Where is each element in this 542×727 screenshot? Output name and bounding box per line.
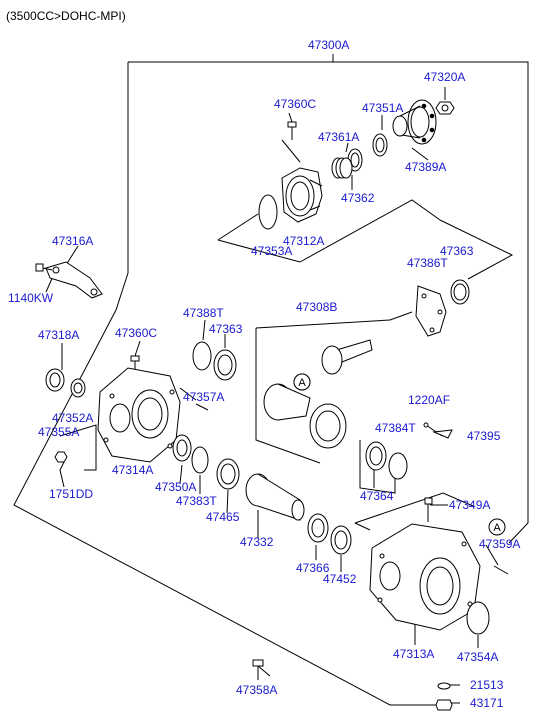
part-label-47357A[interactable]: 47357A bbox=[183, 390, 224, 404]
part-label-21513[interactable]: 21513 bbox=[470, 678, 504, 692]
part-label-1220AF[interactable]: 1220AF bbox=[408, 393, 450, 407]
part-label-47350A[interactable]: 47350A bbox=[155, 480, 196, 494]
gasket-47386T-drawing bbox=[415, 285, 447, 337]
part-label-47359A[interactable]: 47359A bbox=[479, 537, 520, 551]
pinion-47332-drawing bbox=[245, 473, 305, 521]
part-label-47384T[interactable]: 47384T bbox=[375, 421, 416, 435]
part-label-47465[interactable]: 47465 bbox=[206, 510, 240, 524]
part-labels: 47300A 47320A 47360C 47351A 47361A 47389… bbox=[8, 38, 520, 710]
plug-47359A-drawing bbox=[493, 565, 509, 575]
part-label-47362[interactable]: 47362 bbox=[341, 191, 375, 205]
pin-47357A-drawing bbox=[195, 403, 209, 411]
bearing-47364-drawing bbox=[365, 441, 387, 471]
oring-47354A-drawing bbox=[466, 601, 490, 635]
part-label-47386T[interactable]: 47386T bbox=[407, 256, 448, 270]
part-drawings bbox=[35, 99, 509, 711]
part-label-47318A[interactable]: 47318A bbox=[38, 328, 79, 342]
bearing-47366-drawing bbox=[307, 513, 329, 543]
companion-flange-47389A-drawing bbox=[392, 99, 437, 145]
bracket-47316A-drawing bbox=[45, 261, 103, 299]
part-label-1751DD[interactable]: 1751DD bbox=[49, 487, 93, 501]
shim-47384T-drawing bbox=[388, 452, 408, 480]
washer-21513-drawing bbox=[437, 682, 451, 690]
part-label-47313A[interactable]: 47313A bbox=[393, 647, 434, 661]
gear-set-47308B-drawing bbox=[263, 339, 373, 449]
part-label-47312A[interactable]: 47312A bbox=[283, 234, 324, 248]
bearing-47465-drawing bbox=[216, 458, 240, 490]
bearing-47363-left-drawing bbox=[213, 349, 237, 381]
engine-spec-header: (3500CC>DOHC-MPI) bbox=[6, 9, 126, 23]
part-label-43171[interactable]: 43171 bbox=[470, 696, 504, 710]
plug-47355A-drawing bbox=[54, 451, 68, 463]
part-label-47388T[interactable]: 47388T bbox=[183, 306, 224, 320]
bolt-47358A-drawing bbox=[252, 659, 271, 677]
part-label-47353A[interactable]: 47353A bbox=[251, 244, 292, 258]
seal-47363-right-drawing bbox=[450, 279, 470, 305]
spacer-47362-drawing bbox=[331, 157, 353, 179]
callout-a-top-text: A bbox=[298, 377, 306, 389]
part-label-47361A[interactable]: 47361A bbox=[318, 130, 359, 144]
part-label-47364[interactable]: 47364 bbox=[360, 489, 394, 503]
breather-47349A-drawing bbox=[424, 497, 433, 522]
part-label-47354A[interactable]: 47354A bbox=[457, 650, 498, 664]
part-label-47355A[interactable]: 47355A bbox=[38, 425, 79, 439]
callout-a-right-text: A bbox=[493, 522, 501, 534]
part-label-47363-left[interactable]: 47363 bbox=[209, 322, 243, 336]
part-label-47351A[interactable]: 47351A bbox=[362, 101, 403, 115]
bolt-1140KW-drawing bbox=[35, 263, 53, 272]
nut-47320A-drawing bbox=[435, 101, 455, 115]
bracket-47395-drawing bbox=[423, 422, 453, 439]
shim-47383T-drawing bbox=[191, 446, 209, 474]
housing-47313A-drawing bbox=[369, 523, 481, 631]
plug-43171-drawing bbox=[435, 699, 453, 711]
callout-a-top: A bbox=[293, 373, 311, 391]
part-label-47320A[interactable]: 47320A bbox=[424, 70, 465, 84]
assembly-outline bbox=[13, 54, 529, 706]
part-label-47383T[interactable]: 47383T bbox=[176, 494, 217, 508]
part-label-47308B[interactable]: 47308B bbox=[296, 300, 337, 314]
seal-47352A-drawing bbox=[70, 378, 86, 398]
part-label-47316A[interactable]: 47316A bbox=[52, 234, 93, 248]
callout-a-right: A bbox=[488, 518, 506, 536]
seal-47351A-drawing bbox=[372, 133, 388, 157]
part-label-47352A[interactable]: 47352A bbox=[52, 411, 93, 425]
part-label-47300A[interactable]: 47300A bbox=[308, 38, 349, 52]
seal-47350A-drawing bbox=[172, 434, 192, 462]
part-label-47332[interactable]: 47332 bbox=[240, 535, 274, 549]
part-label-47366[interactable]: 47366 bbox=[296, 561, 330, 575]
bolt-47360C-top-drawing bbox=[287, 121, 297, 140]
case-47314A-drawing bbox=[97, 367, 181, 463]
housing-47312A-drawing bbox=[281, 167, 323, 223]
part-label-47349A[interactable]: 47349A bbox=[449, 498, 490, 512]
part-label-47363-right[interactable]: 47363 bbox=[440, 244, 474, 258]
part-label-47452[interactable]: 47452 bbox=[323, 572, 357, 586]
shim-47388T-drawing bbox=[192, 341, 212, 371]
seal-47318A-drawing bbox=[45, 368, 65, 392]
oring-47353A-drawing bbox=[258, 194, 278, 230]
part-label-47360C-top[interactable]: 47360C bbox=[274, 97, 316, 111]
part-label-47314A[interactable]: 47314A bbox=[112, 463, 153, 477]
part-label-47395[interactable]: 47395 bbox=[467, 429, 501, 443]
part-label-1140KW[interactable]: 1140KW bbox=[8, 291, 54, 305]
part-label-47389A[interactable]: 47389A bbox=[405, 160, 446, 174]
part-label-47358A[interactable]: 47358A bbox=[236, 683, 277, 697]
seal-47452-drawing bbox=[330, 525, 352, 555]
part-label-47360C-mid[interactable]: 47360C bbox=[115, 326, 157, 340]
